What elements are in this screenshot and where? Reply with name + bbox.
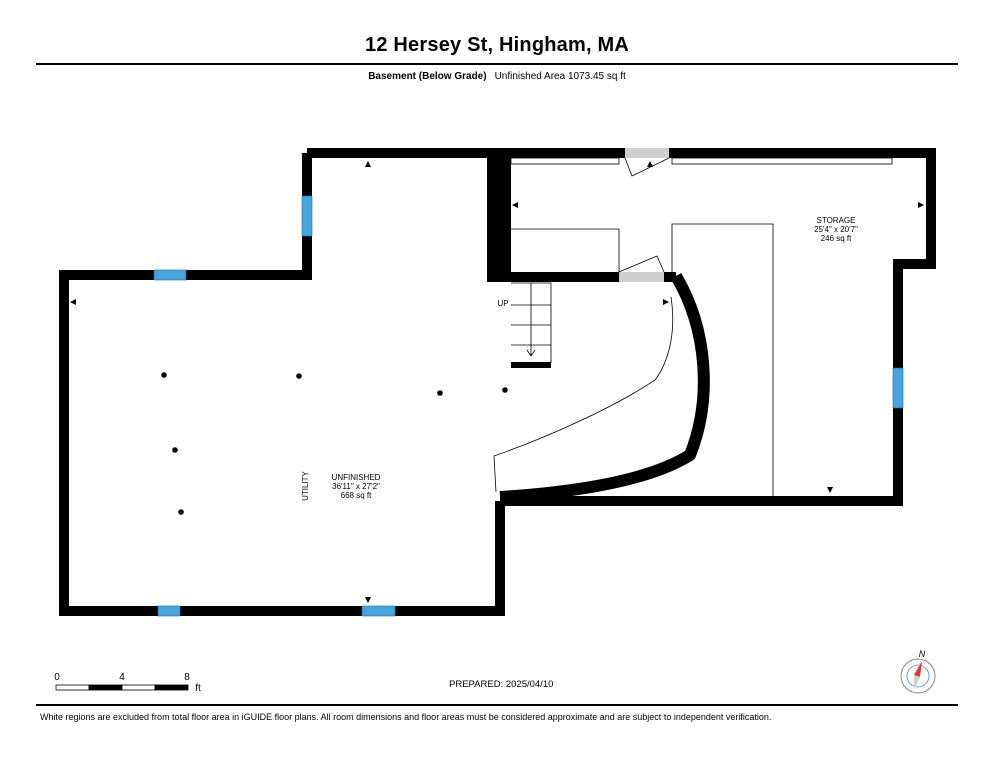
window-top-left: [301, 195, 313, 237]
storage-room-wall: [487, 148, 936, 506]
scale-tick-0: 0: [54, 672, 60, 683]
disclaimer: White regions are excluded from total fl…: [40, 712, 772, 722]
inner-door-swing: [618, 255, 665, 273]
storage-room-dims: 25'4" x 20'7": [814, 225, 858, 234]
curved-wall: [499, 272, 710, 503]
divider-wall-right: [664, 272, 676, 282]
stair-base: [511, 362, 551, 368]
footer-rule: [36, 704, 958, 706]
window-left: [153, 269, 187, 281]
dimension-markers: [70, 161, 924, 603]
utility-label: UTILITY: [301, 470, 310, 500]
stairs-up-label: UP: [497, 299, 508, 308]
doors: [618, 148, 670, 282]
curved-platform: [493, 296, 674, 493]
storage-room-name: STORAGE: [817, 216, 856, 225]
compass-needle-south: [914, 675, 920, 690]
prepared-date: PREPARED: 2025/04/10: [449, 679, 554, 690]
unfinished-room-name: UNFINISHED: [332, 473, 381, 482]
plan-title: 12 Hersey St, Hingham, MA: [365, 34, 629, 56]
inner-door-gap: [619, 272, 664, 282]
compass-icon: N: [900, 649, 936, 694]
scale-unit: ft: [195, 683, 201, 694]
floor-label: Basement (Below Grade): [368, 71, 487, 82]
window-bottom-left: [157, 605, 181, 617]
compass-needle-north: [914, 661, 922, 677]
window-right: [892, 367, 904, 409]
divider-wall: [487, 153, 511, 281]
scale-bar: 0 4 8 ft: [54, 672, 201, 694]
scale-tick-8: 8: [184, 672, 190, 683]
storage-room-area: 246 sq ft: [821, 234, 852, 243]
compass-label: N: [919, 649, 926, 659]
header-rule: [36, 63, 958, 65]
divider-wall-bottom: [487, 272, 619, 282]
unfinished-room-dims: 36'11" x 27'2": [332, 482, 380, 491]
support-posts: [161, 372, 508, 515]
unfinished-room-wall: [59, 148, 505, 616]
scale-tick-4: 4: [119, 672, 125, 683]
unfinished-room-area: 668 sq ft: [341, 491, 372, 500]
stairs: [511, 282, 552, 368]
storage-interior-lines: [510, 157, 893, 496]
area-summary: Unfinished Area 1073.45 sq ft: [494, 71, 626, 82]
plan-subtitle: Basement (Below Grade) Unfinished Area 10…: [0, 71, 994, 82]
window-bottom-mid: [361, 605, 396, 617]
windows: [153, 195, 904, 617]
top-door-gap: [625, 148, 669, 158]
